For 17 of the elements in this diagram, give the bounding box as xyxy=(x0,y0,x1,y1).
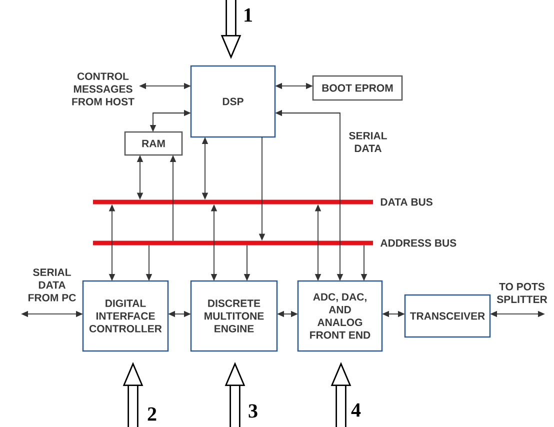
component-box: BOOT EPROM xyxy=(312,75,403,101)
component-box: DISCRETE MULTITONE ENGINE xyxy=(190,280,278,352)
edge-label: TO POTS SPLITTER xyxy=(492,282,552,304)
component-box: DSP xyxy=(190,65,276,138)
edge-label: SERIAL DATA FROM PC xyxy=(24,268,80,302)
callout-number: 4 xyxy=(351,403,361,417)
bus-label: DATA BUS xyxy=(380,198,432,206)
edge-label: SERIAL DATA xyxy=(344,130,392,153)
component-box: RAM xyxy=(124,131,183,156)
bus-label: ADDRESS BUS xyxy=(380,239,456,247)
component-box: ADC, DAC, AND ANALOG FRONT END xyxy=(297,280,383,352)
callout-number: 2 xyxy=(148,407,156,421)
callout-number: 3 xyxy=(248,404,258,418)
component-box: DIGITAL INTERFACE CONTROLLER xyxy=(82,280,169,352)
component-box: TRANSCEIVER xyxy=(404,294,491,338)
callout-number: 1 xyxy=(244,8,252,22)
signal-label: CONTROL MESSAGES FROM HOST xyxy=(72,72,134,106)
